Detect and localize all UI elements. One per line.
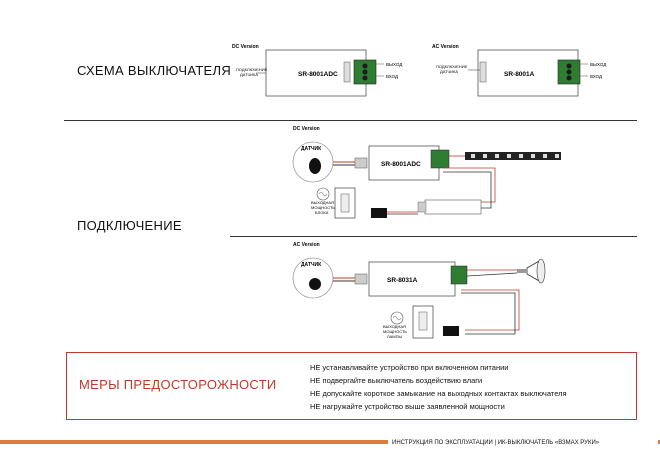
connection-ac-bulb	[517, 258, 546, 284]
connection-ac-output-label-3: ЛАМПЫ	[387, 334, 403, 339]
footer-bar	[0, 440, 660, 444]
connection-dc-led-strip	[465, 152, 561, 160]
schema-dc-in: ВХОД	[386, 74, 398, 79]
caution-item: НЕ нагружайте устройство выше заявленной…	[310, 402, 505, 411]
schema-ac-in: ВХОД	[590, 74, 602, 79]
connection-ac-diagram: AC Version ДАТЧИК SR-8031A ВЫХОДНАЯ МОЩН…	[292, 242, 546, 339]
caution-item: НЕ устанавливайте устройство при включен…	[310, 363, 509, 372]
caution-box: МЕРЫ ПРЕДОСТОРОЖНОСТИ НЕ устанавливайте …	[66, 352, 637, 420]
schema-ac-sensor-label-1: ПОДКЛЮЧЕНИЕ	[436, 64, 468, 69]
connection-dc-diagram: DC Version ДАТЧИК SR-8001ADC ВЫХОДНАЯ МО…	[292, 126, 561, 219]
connection-ac-model: SR-8031A	[387, 277, 418, 284]
connection-ac-label: AC Version	[293, 242, 320, 248]
caution-item: НЕ допускайте короткое замыкание на выхо…	[310, 389, 567, 398]
footer-text: ИНСТРУКЦИЯ ПО ЭКСПЛУАТАЦИИ | ИК-ВЫКЛЮЧАТ…	[388, 439, 658, 448]
connection-dc-output-label-3: БЛОКА	[315, 210, 329, 215]
schema-ac-model: SR-8001A	[504, 71, 535, 78]
divider-middle	[230, 236, 637, 237]
connection-dc-output-label-1: ВЫХОДНАЯ	[311, 200, 334, 205]
connection-ac-output-label-1: ВЫХОДНАЯ	[383, 324, 406, 329]
connection-dc-device	[368, 145, 440, 181]
connection-ac-sensor-label: ДАТЧИК	[301, 262, 322, 268]
connection-ac-device	[368, 261, 456, 297]
connection-dc-model: SR-8001ADC	[381, 161, 421, 168]
connection-dc-label: DC Version	[293, 126, 320, 132]
schema-diagrams: DC Version SR-8001ADC ПОДКЛЮЧЕНИЕ ДАТЧИК…	[232, 44, 606, 97]
caution-item: НЕ подвергайте выключатель воздействию в…	[310, 376, 483, 385]
schema-ac-out: ВЫХОД	[590, 62, 606, 67]
caution-title: МЕРЫ ПРЕДОСТОРОЖНОСТИ	[79, 377, 277, 392]
schema-dc-model: SR-8001ADC	[298, 71, 338, 78]
connection-ac-output-label-2: МОЩНОСТЬ	[383, 329, 407, 334]
connection-dc-output-label-2: МОЩНОСТЬ	[311, 205, 335, 210]
connection-section-title: ПОДКЛЮЧЕНИЕ	[77, 218, 182, 233]
divider-top	[64, 120, 637, 121]
schema-dc-sensor-label-1: ПОДКЛЮЧЕНИЕ	[236, 67, 268, 72]
schema-dc-out: ВЫХОД	[386, 62, 402, 67]
schema-dc-sensor-label-2: ДАТЧИКА	[240, 72, 258, 77]
schema-section-title: СХЕМА ВЫКЛЮЧАТЕЛЯ	[77, 63, 232, 78]
schema-ac-sensor-label-2: ДАТЧИКА	[440, 69, 458, 74]
connection-dc-psu	[424, 199, 482, 215]
schema-ac-label: AC Version	[432, 44, 459, 50]
connection-dc-sensor-label: ДАТЧИК	[301, 146, 322, 152]
schema-dc-label: DC Version	[232, 44, 259, 50]
